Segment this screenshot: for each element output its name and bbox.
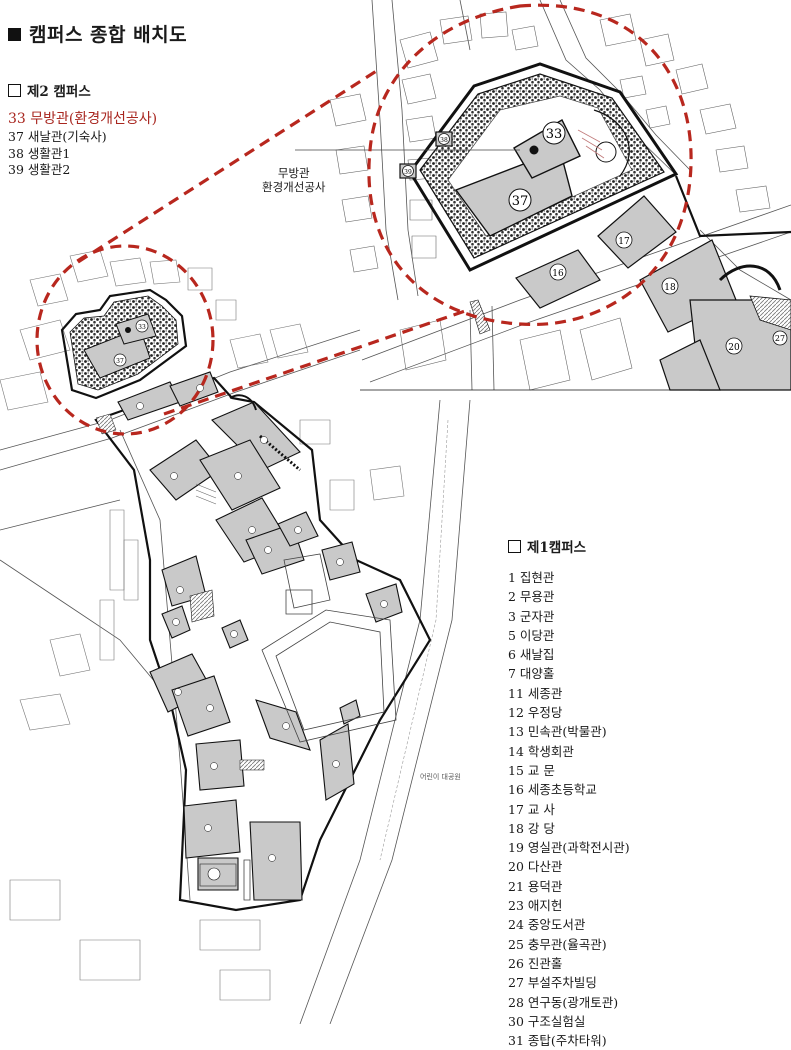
campus1-item: 26 진관홀 [508,955,563,971]
page-title: 캠퍼스 종합 배치도 [8,20,187,47]
campus1-item: 30 구조실험실 [508,1013,586,1029]
campus1-building-list: 1 집현관 2 무용관 3 군자관 5 이당관 6 새날집 7 대양홀 11 세… [508,568,630,1050]
campus1-item: 27 부설주차빌딩 [508,975,597,991]
checkbox-square-icon [508,540,521,553]
building-39-label: 39 [404,169,412,176]
campus1-item: 12 우정당 [508,705,563,721]
title-square-icon [8,28,21,41]
building-38-label: 38 [440,137,448,144]
small-building-33-label: 33 [138,324,146,331]
main-campus-map: 33 37 [0,249,471,1024]
campus1-item: 6 새날집 [508,647,555,663]
campus1-item: 18 강 당 [508,820,555,836]
campus1-item: 3 군자관 [508,608,555,624]
campus1-item: 16 세종초등학교 [508,782,597,798]
building-27-label: 27 [775,334,785,343]
campus-map: 33 37 38 39 17 16 18 20 27 [0,0,791,1024]
road-label: 어린이 대공원 [420,773,461,781]
campus1-item: 17 교 사 [508,801,555,817]
campus1-item: 25 충무관(율곡관) [508,936,607,952]
campus1-item: 13 민속관(박물관) [508,724,607,740]
building-16-label: 16 [552,269,564,279]
campus1-item: 20 다산관 [508,859,563,875]
campus1-item: 1 집현관 [508,570,555,585]
campus2-heading: 제2 캠퍼스 [8,80,91,100]
small-building-37-label: 37 [116,358,124,365]
campus2-item: 33 무방관(환경개선공사) [8,111,158,127]
inset-map: 33 37 38 39 17 16 18 20 27 [295,0,791,391]
building-18-label: 18 [664,283,676,293]
building-17-label: 17 [618,237,630,247]
campus2-item: 38 생활관1 [8,145,71,161]
campus1-item: 2 무용관 [508,589,555,605]
checkbox-square-icon [8,84,21,97]
building-20-label: 20 [728,343,740,353]
campus1-item: 21 용덕관 [508,878,563,894]
campus1-item: 19 영실관(과학전시관) [508,840,630,856]
campus1-item: 11 세종관 [508,685,563,701]
campus2-item: 37 새날관(기숙사) [8,129,107,144]
campus1-item: 14 학생회관 [508,743,574,759]
campus1-item: 15 교 문 [508,762,555,778]
renovation-callout: 무방관 환경개선공사 [262,166,326,194]
building-33-label: 33 [546,127,563,142]
building-37-label: 37 [512,194,529,209]
highlight-dashed-outline [35,3,693,436]
campus1-item: 28 연구동(광개토관) [508,994,619,1010]
campus1-item: 5 이당관 [508,627,555,643]
campus1-item: 7 대양홀 [508,666,555,682]
campus1-item: 24 중앙도서관 [508,917,586,933]
campus2-building-list: 33 무방관(환경개선공사) 37 새날관(기숙사) 38 생활관1 39 생활… [8,110,157,179]
campus1-heading: 제1캠퍼스 [508,536,586,556]
campus2-item: 39 생활관2 [8,162,71,177]
campus1-item: 23 애지헌 [508,898,563,914]
campus1-item: 31 종탑(주차타워) [508,1033,607,1049]
